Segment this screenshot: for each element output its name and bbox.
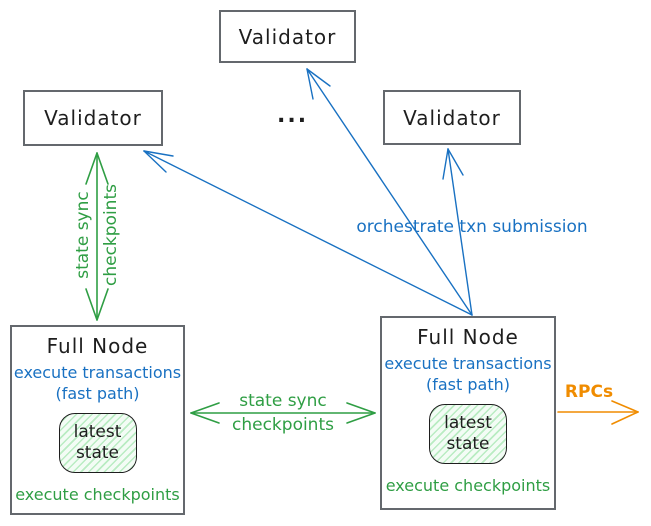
full-node-right-box: Full Node execute transactions (fast pat… [380,316,556,510]
full-node-right-latest-state-box: latest state [429,404,507,465]
latest-state-line1: latest [444,412,492,433]
rpcs-label: RPCs [564,382,614,402]
state-sync-horizontal-label-line2: checkpoints [232,415,334,435]
latest-state-line2: state [446,434,490,455]
orchestrate-arrows [143,68,473,316]
validators-ellipsis: ... [277,103,309,128]
state-sync-vertical-label-line1: state sync [73,191,93,279]
state-sync-vertical-arrow [85,152,109,321]
full-node-left-box: Full Node execute transactions (fast pat… [10,325,185,515]
full-node-right-checkpoints-text: execute checkpoints [385,476,551,496]
validator-top-label: Validator [238,24,337,49]
full-node-left-latest-state-box: latest state [58,413,137,474]
full-node-left-title: Full Node [46,334,149,358]
latest-state-line2: state [75,443,120,464]
validator-left-label: Validator [44,106,142,130]
full-node-left-checkpoints-text: execute checkpoints [15,485,180,505]
validator-top-box: Validator [219,10,356,63]
state-sync-vertical-label-line2: checkpoints [101,184,121,286]
validator-right-box: Validator [383,90,521,145]
latest-state-line1: latest [73,421,122,442]
validator-left-box: Validator [23,90,163,146]
state-sync-horizontal-label-line1: state sync [239,391,327,411]
full-node-right-fastpath-text: execute transactions (fast path) [384,354,552,395]
validator-right-label: Validator [403,105,501,130]
full-node-left-fastpath-text: execute transactions (fast path) [13,363,182,404]
rpcs-arrow [557,400,639,425]
orchestrate-label: orchestrate txn submission [356,217,588,237]
full-node-right-title: Full Node [417,325,519,349]
state-sync-horizontal-arrow [190,402,376,424]
